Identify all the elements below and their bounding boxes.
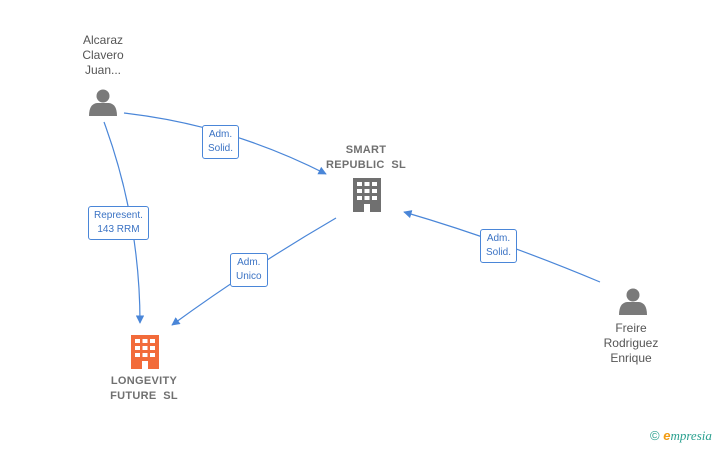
- label-line: Freire: [615, 321, 647, 335]
- building-icon[interactable]: [131, 335, 159, 369]
- edge-label-alcaraz-longevity[interactable]: Represent. 143 RRM: [88, 206, 149, 240]
- person-icon[interactable]: [619, 288, 647, 316]
- person-label-alcaraz[interactable]: Alcaraz Clavero Juan...: [63, 33, 143, 78]
- edge-label-smart-longevity[interactable]: Adm. Unico: [230, 253, 268, 287]
- person-icon[interactable]: [89, 89, 117, 117]
- label-line: Juan...: [84, 63, 122, 77]
- edge-label-line: Adm.: [237, 257, 261, 268]
- brand-logo-e: e: [663, 428, 671, 443]
- company-label-longevity[interactable]: LONGEVITY FUTURE SL: [84, 374, 204, 404]
- label-line: Enrique: [610, 351, 652, 365]
- brand-watermark: © empresia: [650, 428, 712, 444]
- label-line: LONGEVITY: [110, 375, 178, 387]
- label-line: Alcaraz: [82, 33, 123, 47]
- edge-label-line: Adm.: [208, 129, 233, 140]
- edge-label-line: Unico: [236, 271, 262, 282]
- edge-label-line: Solid.: [208, 143, 234, 154]
- edge-label-line: Represent.: [94, 210, 143, 221]
- edge-label-line: 143 RRM: [97, 224, 140, 235]
- building-icon[interactable]: [353, 178, 381, 212]
- brand-logo-text: mpresia: [670, 428, 712, 443]
- edge-label-line: Adm.: [486, 233, 511, 244]
- person-label-freire[interactable]: Freire Rodriguez Enrique: [591, 321, 671, 366]
- copyright-symbol: ©: [650, 428, 660, 443]
- company-label-smart[interactable]: SMART REPUBLIC SL: [306, 143, 426, 173]
- label-line: FUTURE SL: [110, 390, 178, 402]
- label-line: SMART: [345, 144, 387, 156]
- label-line: Clavero: [82, 48, 124, 62]
- label-line: Rodriguez: [603, 336, 659, 350]
- edge-label-alcaraz-smart[interactable]: Adm. Solid.: [202, 125, 240, 159]
- label-line: REPUBLIC SL: [326, 159, 406, 171]
- edge-label-freire-smart[interactable]: Adm. Solid.: [480, 229, 518, 263]
- edge-label-line: Solid.: [486, 247, 512, 258]
